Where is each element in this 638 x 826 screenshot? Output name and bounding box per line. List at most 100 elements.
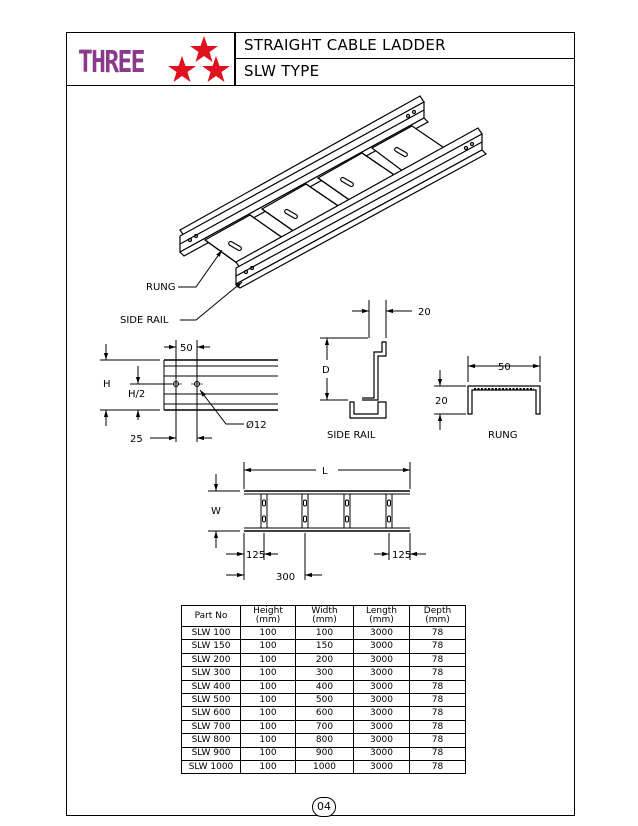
dim-h: H xyxy=(103,379,111,390)
table-cell: SLW 700 xyxy=(181,719,241,735)
table-cell: 78 xyxy=(409,719,466,735)
side-rail-section-label: SIDE RAIL xyxy=(327,430,376,441)
table-cell: 3000 xyxy=(353,706,410,721)
header-title-divider xyxy=(234,58,575,60)
table-cell: 100 xyxy=(240,746,296,761)
isometric-ladder-view xyxy=(179,95,487,289)
table-cell: 200 xyxy=(295,652,354,668)
table-cell: 78 xyxy=(409,639,466,654)
table-cell: 3000 xyxy=(353,666,410,681)
table-cell: 78 xyxy=(409,759,466,775)
dim-50-rung: 50 xyxy=(498,362,511,373)
col-height: Height(mm) xyxy=(240,605,296,627)
table-cell: 800 xyxy=(295,733,354,748)
page-title: STRAIGHT CABLE LADDER xyxy=(244,36,446,54)
three-stars-logo-icon xyxy=(168,36,230,82)
table-cell: 100 xyxy=(240,692,296,708)
table-cell: 100 xyxy=(240,625,296,641)
page-number: 04 xyxy=(312,797,336,817)
table-cell: 78 xyxy=(409,679,466,694)
table-cell: 3000 xyxy=(353,692,410,708)
dim-w: W xyxy=(211,506,221,517)
dim-h-half: H/2 xyxy=(128,389,145,400)
table-cell: 600 xyxy=(295,706,354,721)
table-cell: SLW 1000 xyxy=(181,759,241,775)
table-header-row: Part No Height(mm) Width(mm) Length(mm) … xyxy=(181,605,466,627)
header-box xyxy=(66,32,575,86)
table-cell: 78 xyxy=(409,733,466,748)
dim-d: D xyxy=(322,365,330,376)
table-cell: 300 xyxy=(295,666,354,681)
table-cell: SLW 150 xyxy=(181,639,241,654)
dim-50-side: 50 xyxy=(180,343,193,354)
table-cell: 3000 xyxy=(353,759,410,775)
table-cell: SLW 300 xyxy=(181,666,241,681)
table-cell: SLW 900 xyxy=(181,746,241,761)
table-cell: 3000 xyxy=(353,733,410,748)
table-cell: 100 xyxy=(240,652,296,668)
brand-logo-text: THREE xyxy=(78,45,146,80)
dim-300: 300 xyxy=(276,572,295,583)
side-rail-callout: SIDE RAIL xyxy=(120,315,169,326)
table-cell: 3000 xyxy=(353,746,410,761)
table-cell: 3000 xyxy=(353,639,410,654)
table-cell: 500 xyxy=(295,692,354,708)
table-cell: 78 xyxy=(409,666,466,681)
table-cell: 400 xyxy=(295,679,354,694)
table-cell: SLW 500 xyxy=(181,692,241,708)
table-cell: 78 xyxy=(409,652,466,668)
table-cell: 100 xyxy=(240,759,296,775)
col-width: Width(mm) xyxy=(295,605,354,627)
dim-20-rung: 20 xyxy=(435,396,448,407)
table-cell: 100 xyxy=(240,639,296,654)
dim-125-left: 125 xyxy=(246,550,265,561)
table-cell: SLW 600 xyxy=(181,706,241,721)
side-elevation-view xyxy=(100,340,278,442)
side-rail-section-view xyxy=(320,300,412,419)
rung-section-view xyxy=(434,356,541,430)
col-part-no: Part No xyxy=(181,605,241,627)
table-cell: 3000 xyxy=(353,652,410,668)
table-cell: 100 xyxy=(240,666,296,681)
page-subtitle: SLW TYPE xyxy=(244,62,320,80)
dim-125-right: 125 xyxy=(392,550,411,561)
dim-25: 25 xyxy=(130,434,143,445)
table-cell: 900 xyxy=(295,746,354,761)
rung-callout: RUNG xyxy=(146,282,176,293)
table-cell: 1000 xyxy=(295,759,354,775)
table-cell: 3000 xyxy=(353,625,410,641)
table-cell: 3000 xyxy=(353,679,410,694)
table-cell: 78 xyxy=(409,625,466,641)
table-cell: 78 xyxy=(409,692,466,708)
table-cell: 78 xyxy=(409,706,466,721)
dim-20-side-rail: 20 xyxy=(418,307,431,318)
table-cell: 100 xyxy=(240,733,296,748)
hole-diameter-label: Ø12 xyxy=(246,419,267,431)
plan-view xyxy=(208,462,426,580)
table-cell: 150 xyxy=(295,639,354,654)
table-cell: 700 xyxy=(295,719,354,735)
table-cell: SLW 200 xyxy=(181,652,241,668)
table-cell: SLW 400 xyxy=(181,679,241,694)
table-cell: SLW 100 xyxy=(181,625,241,641)
dim-l: L xyxy=(322,466,328,477)
table-cell: 100 xyxy=(240,719,296,735)
spec-table: Part No Height(mm) Width(mm) Length(mm) … xyxy=(181,605,466,775)
table-cell: 100 xyxy=(295,625,354,641)
rung-section-label: RUNG xyxy=(488,430,518,441)
col-length: Length(mm) xyxy=(353,605,410,627)
col-depth: Depth(mm) xyxy=(409,605,466,627)
table-cell: 3000 xyxy=(353,719,410,735)
